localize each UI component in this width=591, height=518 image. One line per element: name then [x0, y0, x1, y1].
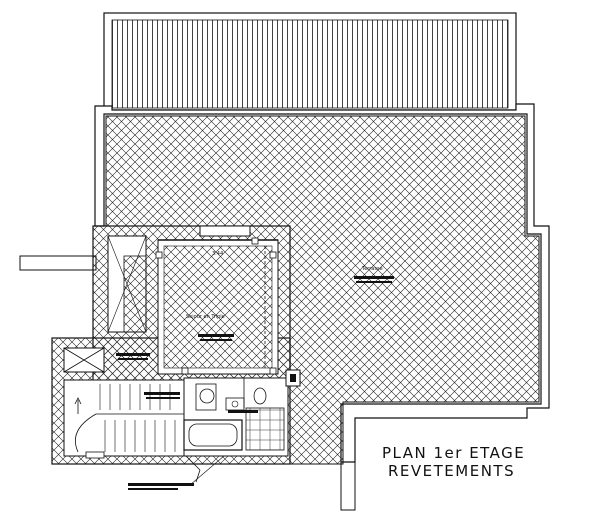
plan-title-line1: PLAN 1er ETAGE — [382, 444, 526, 462]
left-wall-stub — [19, 255, 97, 271]
label-sejour: Sejour en Triple — [186, 314, 225, 320]
exterior-extension — [290, 462, 356, 511]
balcony-striped — [103, 12, 517, 111]
closet-left — [107, 235, 147, 333]
label-bars — [116, 276, 394, 413]
terrace-area — [94, 103, 550, 465]
room-sejour — [157, 225, 279, 375]
column-markers — [155, 237, 277, 375]
door-and-leader — [128, 455, 225, 490]
staircase — [63, 379, 185, 459]
bathroom — [183, 369, 301, 457]
duct-box — [63, 347, 105, 373]
label-terrace: Terrasse — [361, 266, 383, 272]
label-dimension: 3.44 — [212, 251, 223, 257]
plan-title-line2: REVETEMENTS — [388, 462, 516, 480]
